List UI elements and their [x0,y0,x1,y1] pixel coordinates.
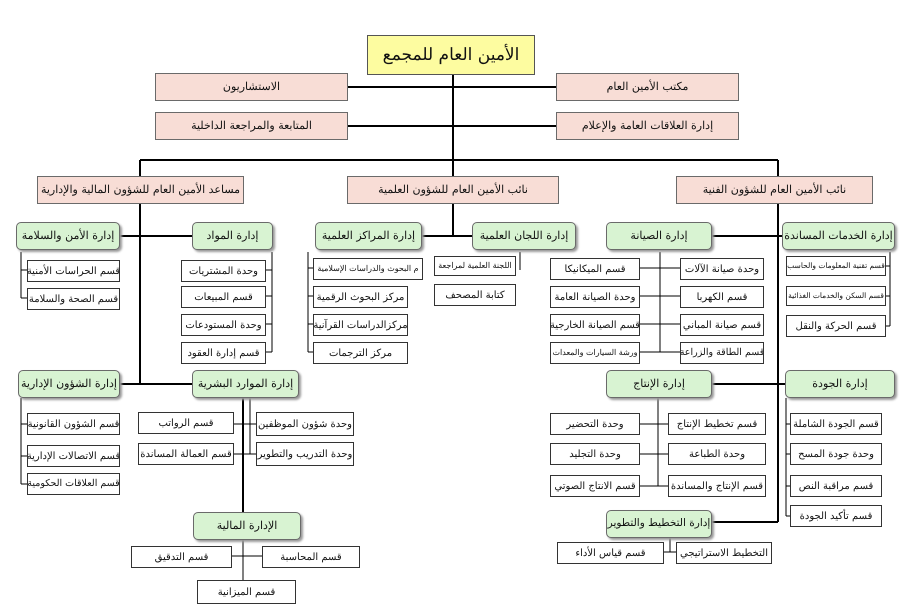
unit-box: ورشة السيارات والمعدات [550,342,640,364]
unit-box: قسم الجودة الشاملة [790,413,882,435]
unit-box: قسم السكن والخدمات الغذائية [786,286,886,306]
unit-box: قسم الرواتب [138,412,234,434]
unit-box: قسم الصحة والسلامة [27,288,120,310]
unit-box: مركز البحوث الرقمية [313,286,408,308]
deputy-technical-box: نائب الأمين العام للشؤون الفنية [676,176,873,204]
unit-box: قسم الكهربا [680,286,764,308]
planning-department-box: إدارة التخطيط والتطوير [606,510,712,538]
maintenance-department-box: إدارة الصيانة [606,222,712,250]
quality-department-box: إدارة الجودة [785,370,895,398]
advisors-box: الاستشاريون [155,73,348,101]
internal-audit-box: المتابعة والمراجعة الداخلية [155,112,348,140]
unit-box: وحدة جودة المسح [790,443,882,465]
unit-box: قسم العلاقات الحكومية [27,473,120,495]
unit-box: وحدة التحضير [550,413,640,435]
unit-box: اللجنة العلمية لمراجعة [434,256,516,276]
unit-box: قسم الشؤون القانونية [27,413,120,435]
unit-box: قسم تقنية المعلومات والحاسب [786,256,886,276]
unit-box: قسم الاتصالات الإدارية [27,445,120,467]
unit-box: قسم تأكيد الجودة [790,505,882,527]
support-services-department-box: إدارة الخدمات المساندة [782,222,895,250]
unit-box: قسم تخطيط الإنتاج [668,413,766,435]
unit-box: وحدة التدريب والتطوير [256,442,354,466]
unit-box: قسم الميكانيكا [550,258,640,280]
unit-box: قسم صيانة المباني [680,314,764,336]
unit-box: قسم الصيانة الخارجية [550,314,640,336]
public-relations-box: إدارة العلاقات العامة والإعلام [556,112,739,140]
unit-box: وحدة الصيانة العامة [550,286,640,308]
unit-box: قسم قياس الأداء [557,542,664,564]
finance-department-box: الإدارة المالية [193,512,301,540]
unit-box: وحدة المستودعات [181,314,266,336]
unit-box: قسم الطاقة والزراعة [680,342,764,364]
unit-box: وحدة صيانة الآلات [680,258,764,280]
unit-box: التخطيط الاستراتيجي [676,542,772,564]
secretary-general-box: الأمين العام للمجمع [367,35,535,75]
committees-department-box: إدارة اللجان العلمية [472,222,576,250]
unit-box: قسم المحاسبة [262,546,360,568]
unit-box: كتابة المصحف [434,284,516,306]
scientific-centers-department-box: إدارة المراكز العلمية [315,222,422,250]
unit-box: وحدة الطباعة [668,443,766,465]
unit-box: قسم مراقبة النص [790,475,882,497]
unit-box: م البحوث والدراسات الإسلامية [313,258,423,280]
unit-box: قسم الحراسات الأمنية [27,260,120,282]
unit-box: قسم التدقيق [131,546,232,568]
deputy-admin-box: مساعد الأمين العام للشؤون المالية والإدا… [37,176,244,204]
unit-box: وحدة التجليد [550,443,640,465]
unit-box: قسم الحركة والنقل [786,315,886,337]
unit-box: قسم الميزانية [197,580,296,604]
unit-box: قسم العمالة المساندة [138,443,234,465]
unit-box: وحدة شؤون الموظفين [256,412,354,436]
unit-box: مركزالدراسات القرآنية [313,314,408,336]
unit-box: قسم الإنتاج والمساندة [668,475,766,497]
unit-box: قسم المبيعات [181,286,266,308]
security-department-box: إدارة الأمن والسلامة [16,222,120,250]
unit-box: وحدة المشتريات [181,260,266,282]
unit-box: مركز الترجمات [313,342,408,364]
unit-box: قسم الانتاج الصوتي [550,475,640,497]
deputy-scientific-box: نائب الأمين العام للشؤون العلمية [347,176,559,204]
sg-office-box: مكتب الأمين العام [556,73,739,101]
production-department-box: إدارة الإنتاج [606,370,712,398]
unit-box: قسم إدارة العقود [181,342,266,364]
hr-department-box: إدارة الموارد البشرية [192,370,299,398]
admin-affairs-department-box: إدارة الشؤون الإدارية [18,370,120,398]
materials-department-box: إدارة المواد [192,222,273,250]
